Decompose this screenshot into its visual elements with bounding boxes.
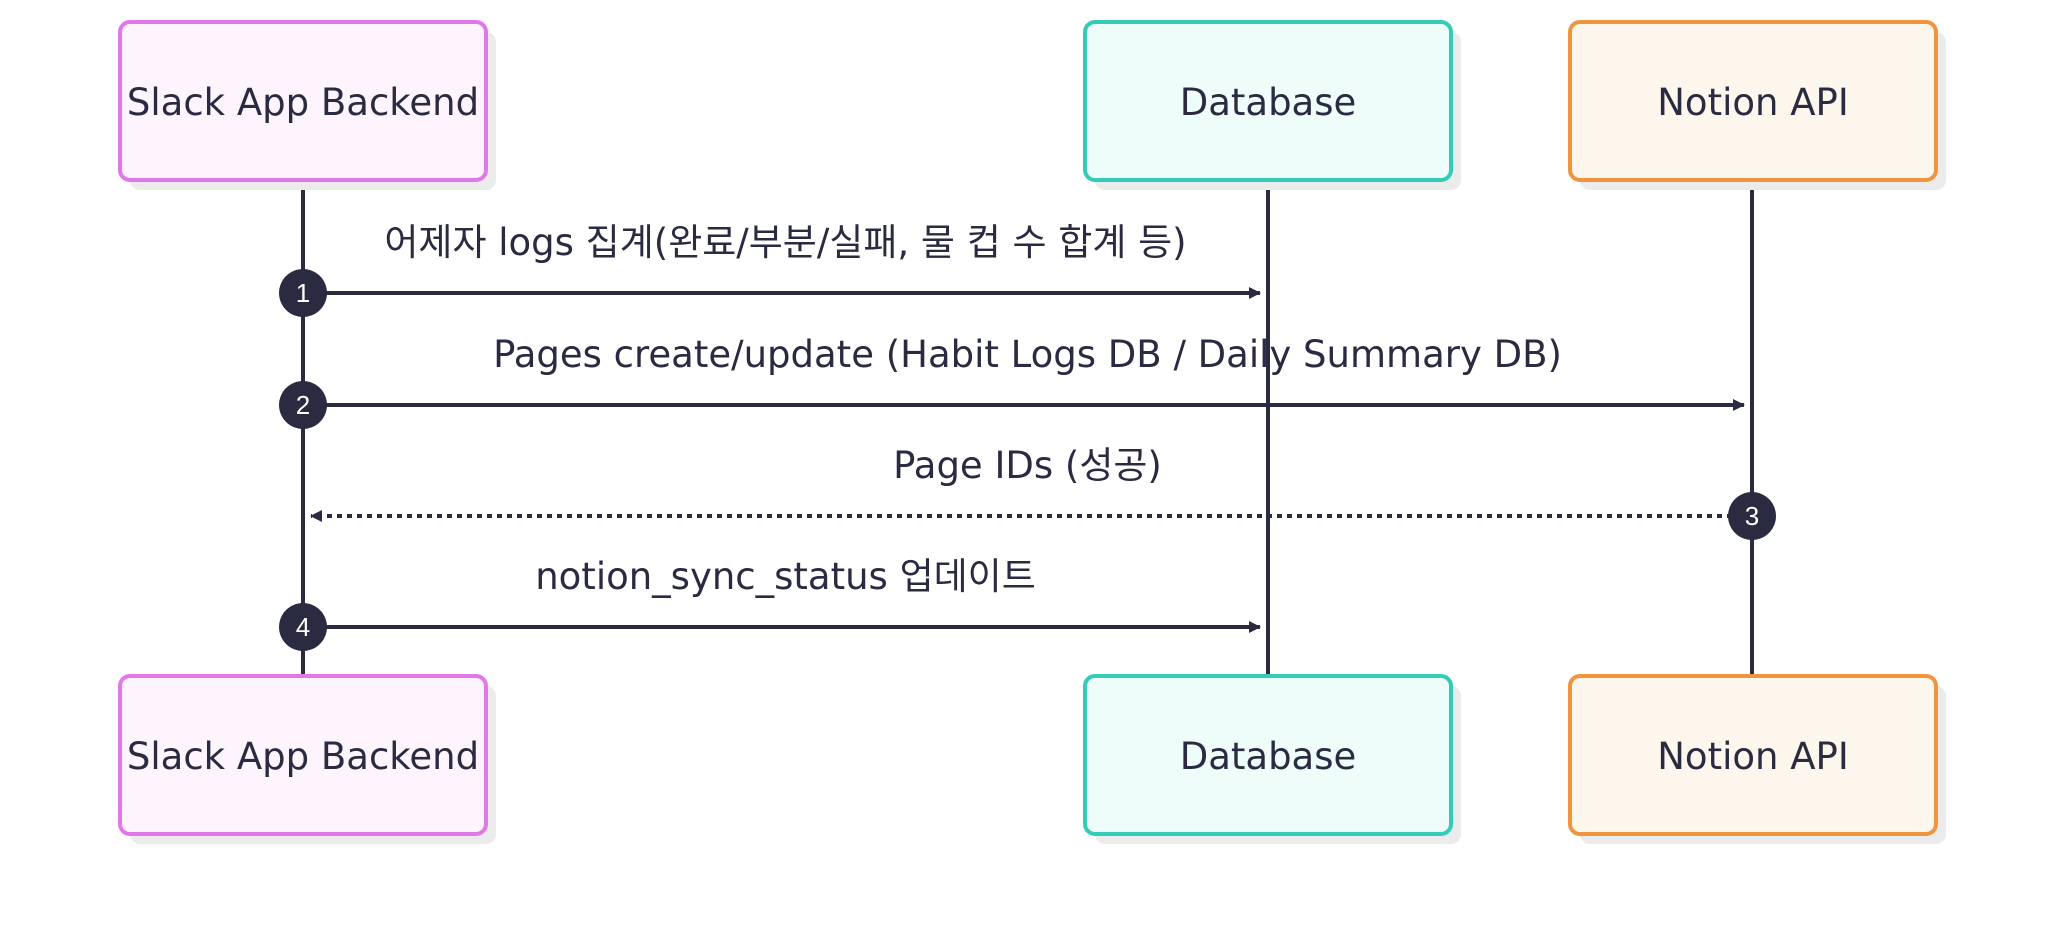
sequence-number-badge: [279, 269, 327, 317]
actor-box: [1083, 674, 1453, 836]
actor-box: [1083, 20, 1453, 182]
sequence-number: 4: [296, 612, 310, 642]
message-4: notion_sync_status 업데이트 4: [279, 555, 1261, 651]
actor-box: [118, 674, 488, 836]
sequence-number: 2: [296, 390, 310, 420]
sequence-number-badge: [279, 603, 327, 651]
actor-label: Slack App Backend: [127, 735, 479, 778]
sequence-number: 1: [296, 278, 310, 308]
message-label: notion_sync_status 업데이트: [535, 555, 1036, 598]
actor-box: [118, 20, 488, 182]
actor-label: Slack App Backend: [127, 81, 479, 124]
message-label: 어제자 logs 집계(완료/부분/실패, 물 컵 수 합계 등): [384, 221, 1186, 264]
actor-top-database: Database: [1083, 20, 1461, 190]
actor-top-notion-api: Notion API: [1568, 20, 1946, 190]
actor-top-backend: Slack App Backend: [118, 20, 496, 190]
actor-bottom-backend: Slack App Backend: [118, 674, 496, 844]
actor-box: [1568, 20, 1938, 182]
actor-label: Database: [1180, 81, 1357, 124]
actor-label: Notion API: [1657, 735, 1849, 778]
message-label: Pages create/update (Habit Logs DB / Dai…: [493, 333, 1562, 376]
sequence-number: 3: [1745, 501, 1759, 531]
actor-bottom-database: Database: [1083, 674, 1461, 844]
actor-label: Database: [1180, 735, 1357, 778]
actor-label: Notion API: [1657, 81, 1849, 124]
sequence-number-badge: [1728, 492, 1776, 540]
actor-box: [1568, 674, 1938, 836]
message-label: Page IDs (성공): [893, 444, 1162, 487]
messages: 어제자 logs 집계(완료/부분/실패, 물 컵 수 합계 등) 1Pages …: [279, 221, 1776, 651]
message-2: Pages create/update (Habit Logs DB / Dai…: [279, 333, 1745, 429]
actor-bottom-notion-api: Notion API: [1568, 674, 1946, 844]
sequence-number-badge: [279, 381, 327, 429]
message-3: Page IDs (성공) 3: [310, 444, 1776, 540]
message-1: 어제자 logs 집계(완료/부분/실패, 물 컵 수 합계 등) 1: [279, 221, 1261, 317]
